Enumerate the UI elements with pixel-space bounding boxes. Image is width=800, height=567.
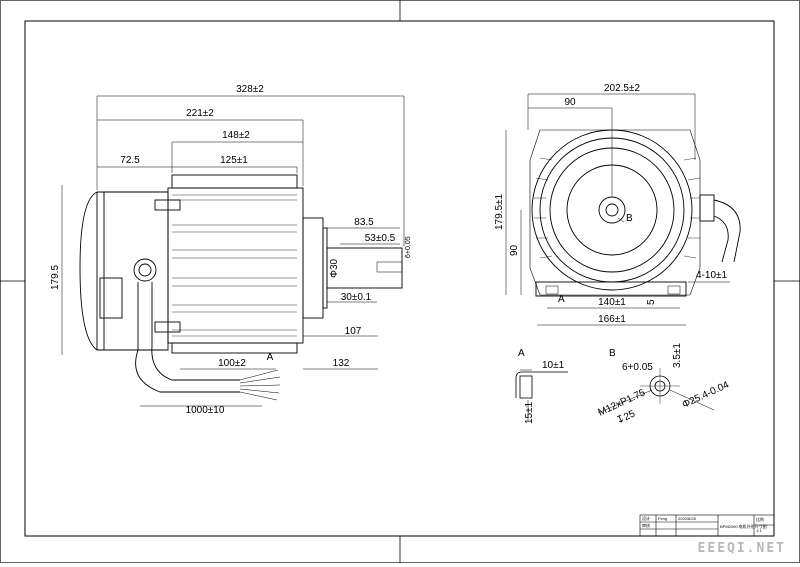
- dim-overall-length: 328±2: [236, 84, 264, 95]
- dim-front-90-side: 90: [509, 244, 520, 256]
- detail-a-drawing: [515, 369, 568, 420]
- site-watermark: EEEQI.NET: [697, 541, 786, 556]
- dim-key-tolerance: 6+0.05: [405, 236, 412, 258]
- title-block-cell-6: 1:1: [756, 528, 762, 533]
- dim-100: 100±2: [218, 358, 246, 369]
- dim-cable-length: 1000±10: [186, 405, 225, 416]
- title-block-cell-4: 审核: [642, 522, 650, 528]
- dim-107: 107: [345, 326, 362, 337]
- detail-b-depth: 3.5±1: [672, 343, 683, 368]
- motor-side-view: [79, 174, 403, 401]
- dim-front-width: 202.5±2: [604, 83, 641, 94]
- detail-b-label: B: [609, 348, 616, 359]
- title-block-cell-5: 比例: [756, 516, 764, 522]
- detail-a-width: 10±1: [542, 360, 565, 371]
- dim-72-5: 72.5: [120, 155, 140, 166]
- detail-a-height: 15±1: [524, 401, 535, 424]
- dim-height: 179.5: [50, 265, 61, 290]
- inner-border: [24, 20, 775, 537]
- dim-53: 53±0.5: [365, 233, 396, 244]
- dim-221: 221±2: [186, 108, 214, 119]
- title-block-cell-3: 2020/8/28: [678, 516, 697, 521]
- dim-shaft-diameter: Φ30: [329, 258, 340, 278]
- section-a-label: A: [267, 352, 274, 363]
- title-block: [639, 514, 775, 537]
- foot-detail-a-label: A: [558, 294, 565, 305]
- detail-a-label: A: [518, 348, 525, 359]
- dim-132: 132: [333, 358, 350, 369]
- dim-body-length: 125±1: [220, 155, 248, 166]
- shaft-detail-b-label: B: [626, 213, 633, 224]
- detail-b-diameter: Φ25.4-0.04: [681, 379, 732, 410]
- title-block-model: BPM2000 电机外形尺寸图: [720, 523, 767, 529]
- dim-83-5: 83.5: [354, 217, 374, 228]
- dim-mount-holes: 4-10±1: [696, 270, 728, 281]
- dim-foot-height: 5: [646, 299, 657, 305]
- right-dimension-lines: [505, 93, 730, 326]
- dim-foot-outer: 166±1: [598, 314, 626, 325]
- dim-front-90: 90: [564, 97, 576, 108]
- detail-b-thread-depth: ↧25: [615, 408, 638, 426]
- detail-b-drawing: [597, 368, 715, 414]
- title-block-cell-2: Feng: [658, 516, 667, 521]
- dim-front-height: 179.5±1: [494, 193, 505, 230]
- dim-foot-inner: 140±1: [598, 297, 626, 308]
- dim-30: 30±0.1: [341, 292, 372, 303]
- left-dimension-lines: [61, 95, 405, 407]
- detail-b-key: 6+0.05: [622, 362, 653, 373]
- title-block-cell-1: 设计: [642, 515, 650, 521]
- dim-148: 148±2: [222, 130, 250, 141]
